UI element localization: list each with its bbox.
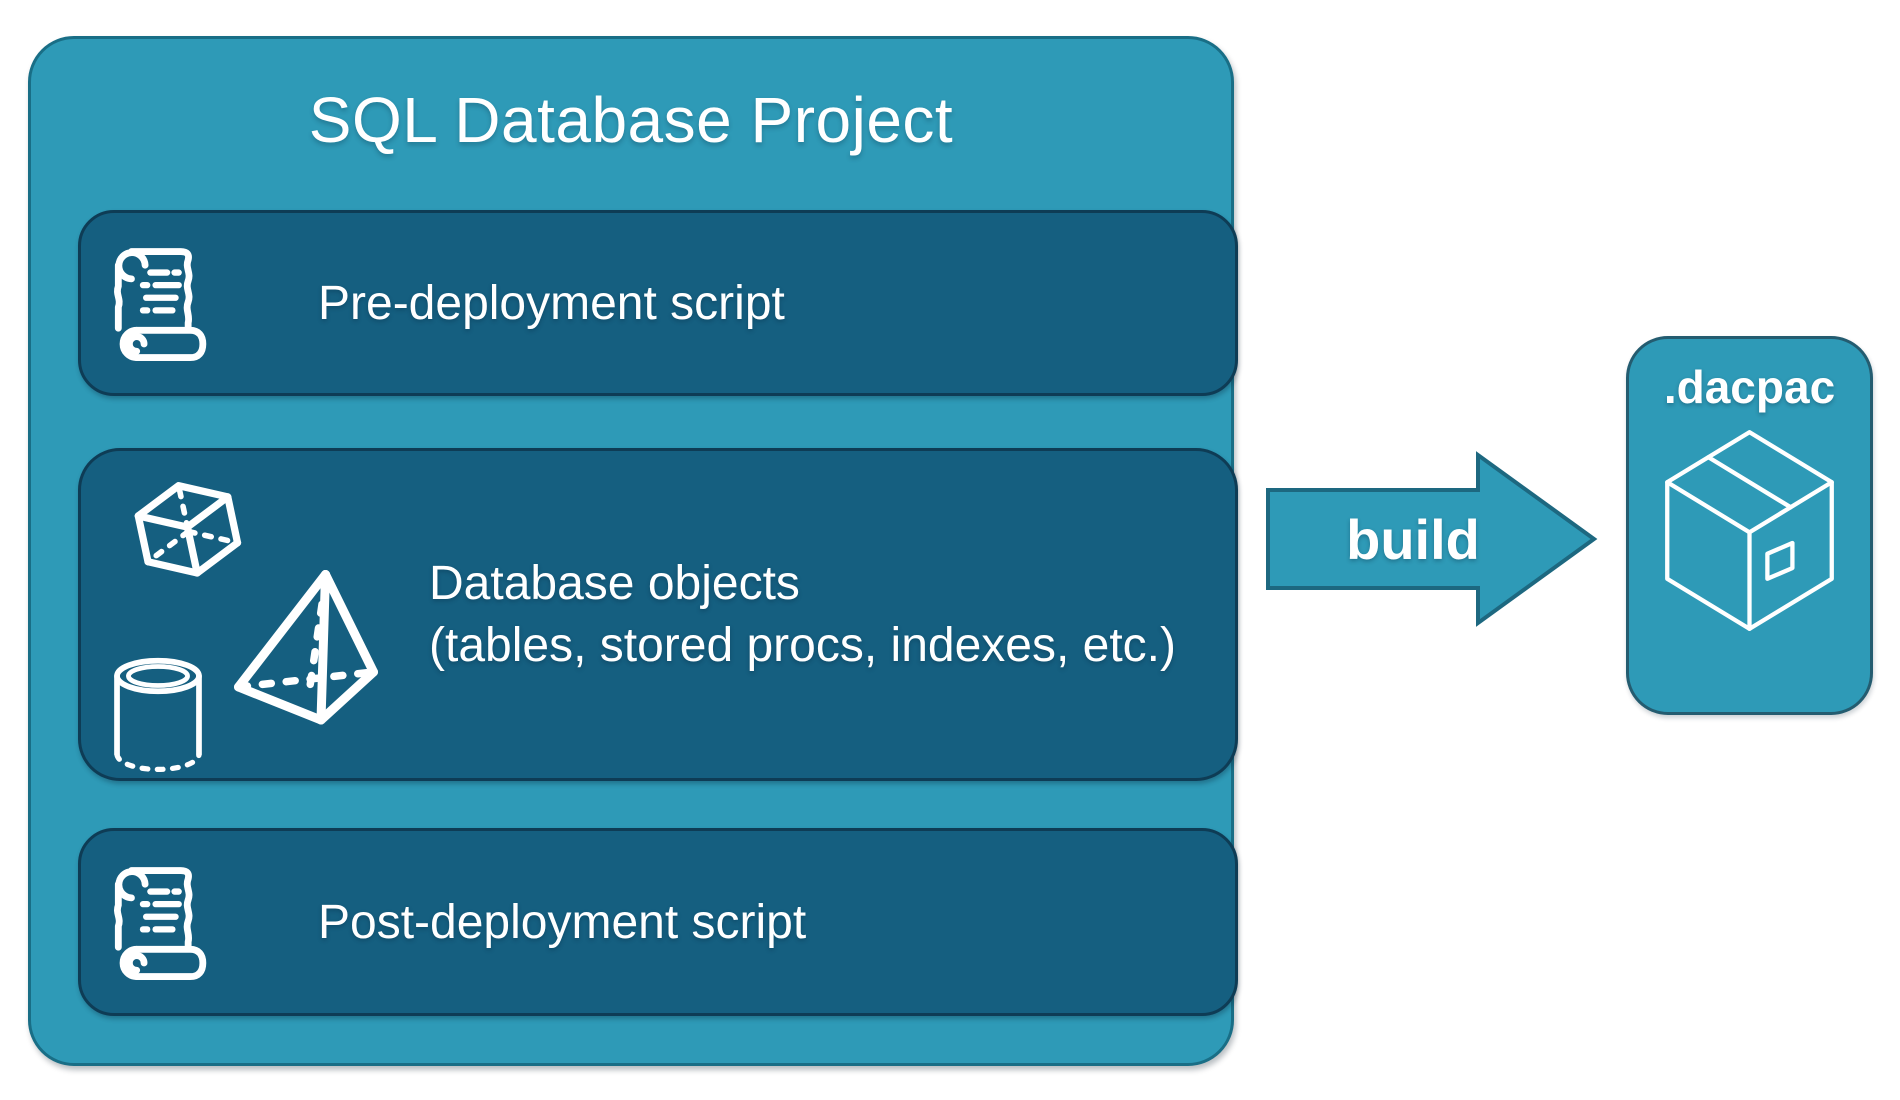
post-deployment-box: Post-deployment script xyxy=(78,828,1238,1016)
sql-database-project-container: SQL Database Project xyxy=(28,36,1238,1066)
build-arrow-label: build xyxy=(1346,507,1480,571)
package-icon xyxy=(1660,425,1839,641)
dacpac-label: .dacpac xyxy=(1663,361,1836,413)
database-objects-label-line2: (tables, stored procs, indexes, etc.) xyxy=(429,618,1176,672)
pyramid-icon xyxy=(231,567,381,737)
cylinder-icon xyxy=(109,656,207,783)
build-arrow xyxy=(1266,451,1598,627)
database-objects-label-line1: Database objects xyxy=(429,556,800,610)
scroll-icon xyxy=(106,240,222,366)
database-objects-box: Database objects (tables, stored procs, … xyxy=(78,448,1238,781)
post-deployment-label: Post-deployment script xyxy=(318,895,807,949)
cube-icon xyxy=(123,469,256,601)
dacpac-box: .dacpac xyxy=(1626,336,1873,715)
pre-deployment-box: Pre-deployment script xyxy=(78,210,1238,396)
scroll-icon xyxy=(106,859,222,985)
project-title: SQL Database Project xyxy=(308,84,954,156)
pre-deployment-label: Pre-deployment script xyxy=(318,276,785,330)
database-objects-label: Database objects (tables, stored procs, … xyxy=(429,451,1176,778)
